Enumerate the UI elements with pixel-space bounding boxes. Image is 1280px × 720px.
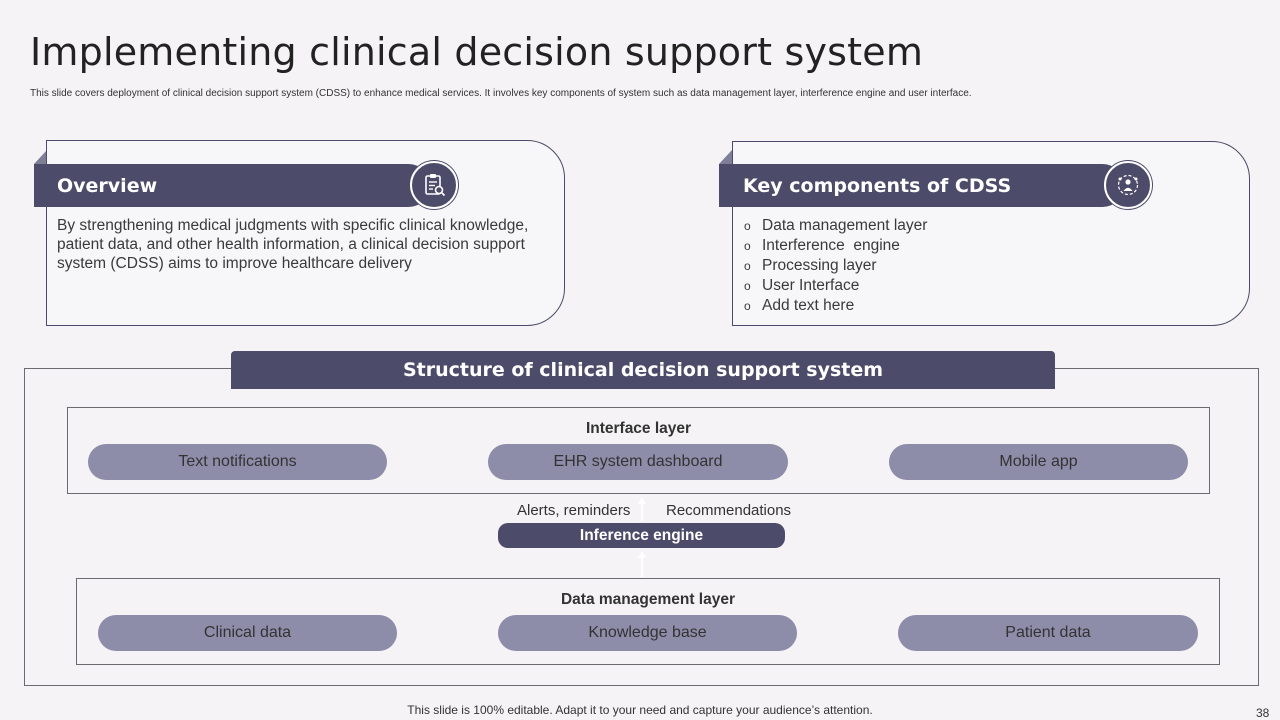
overview-text: By strengthening medical judgments with … bbox=[57, 217, 529, 272]
pill-clinical-data: Clinical data bbox=[98, 615, 397, 651]
overview-tab-fold bbox=[34, 150, 47, 164]
structure-header: Structure of clinical decision support s… bbox=[231, 351, 1055, 389]
pill-label: Knowledge base bbox=[588, 624, 707, 641]
footer-note: This slide is 100% editable. Adapt it to… bbox=[407, 703, 873, 717]
list-item-label: Add text here bbox=[762, 297, 855, 314]
page-subtitle: This slide covers deployment of clinical… bbox=[30, 88, 972, 99]
list-item: o Processing layer bbox=[744, 256, 927, 276]
bullet-marker: o bbox=[744, 279, 751, 293]
structure-heading: Structure of clinical decision support s… bbox=[402, 359, 884, 381]
pill-knowledge-base: Knowledge base bbox=[498, 615, 797, 651]
list-item: o Interference engine bbox=[744, 236, 927, 256]
pill-patient-data: Patient data bbox=[898, 615, 1198, 651]
pill-mobile-app: Mobile app bbox=[889, 444, 1188, 480]
list-item: o Add text here bbox=[744, 296, 927, 316]
list-item-label: User Interface bbox=[762, 277, 860, 294]
pill-label: Mobile app bbox=[999, 453, 1078, 470]
pill-label: Patient data bbox=[1005, 624, 1091, 641]
list-item-label: Data management layer bbox=[762, 217, 928, 234]
pill-label: Text notifications bbox=[178, 453, 297, 470]
list-item: o User Interface bbox=[744, 276, 927, 296]
pill-ehr-dashboard: EHR system dashboard bbox=[488, 444, 788, 480]
bullet-marker: o bbox=[744, 299, 751, 313]
data-layer-title: Data management layer bbox=[560, 591, 736, 608]
components-tab-fold bbox=[719, 150, 732, 164]
doctor-network-icon-graphic bbox=[1117, 174, 1139, 196]
pill-label: EHR system dashboard bbox=[553, 453, 723, 470]
inference-engine-bar: Inference engine bbox=[498, 523, 785, 548]
clipboard-search-icon-graphic bbox=[425, 174, 446, 197]
arrow-up-icon bbox=[638, 497, 646, 521]
components-heading: Key components of CDSS bbox=[743, 174, 1012, 197]
components-header: Key components of CDSS bbox=[719, 164, 1124, 207]
list-item-label: Interference engine bbox=[762, 237, 900, 254]
bullet-marker: o bbox=[744, 239, 751, 253]
bullet-marker: o bbox=[744, 219, 751, 233]
inference-engine-label: Inference engine bbox=[579, 526, 704, 544]
list-item: o Data management layer bbox=[744, 216, 927, 236]
pill-text-notifications: Text notifications bbox=[88, 444, 387, 480]
data-layer-box bbox=[76, 578, 1220, 665]
pill-label: Clinical data bbox=[203, 624, 292, 641]
list-item-label: Processing layer bbox=[762, 257, 877, 274]
page-number: 38 bbox=[1256, 706, 1270, 720]
flow-label-alerts: Alerts, reminders bbox=[517, 502, 631, 519]
bullet-marker: o bbox=[744, 259, 751, 273]
interface-layer-box bbox=[67, 407, 1210, 494]
arrow-up-icon bbox=[638, 551, 646, 577]
clipboard-search-icon bbox=[410, 161, 458, 209]
doctor-network-icon bbox=[1104, 161, 1152, 209]
overview-heading: Overview bbox=[57, 174, 158, 197]
flow-label-recommendations: Recommendations bbox=[666, 502, 792, 519]
page-title: Implementing clinical decision support s… bbox=[30, 30, 924, 74]
interface-layer-title: Interface layer bbox=[585, 420, 692, 437]
overview-header: Overview bbox=[34, 164, 430, 207]
